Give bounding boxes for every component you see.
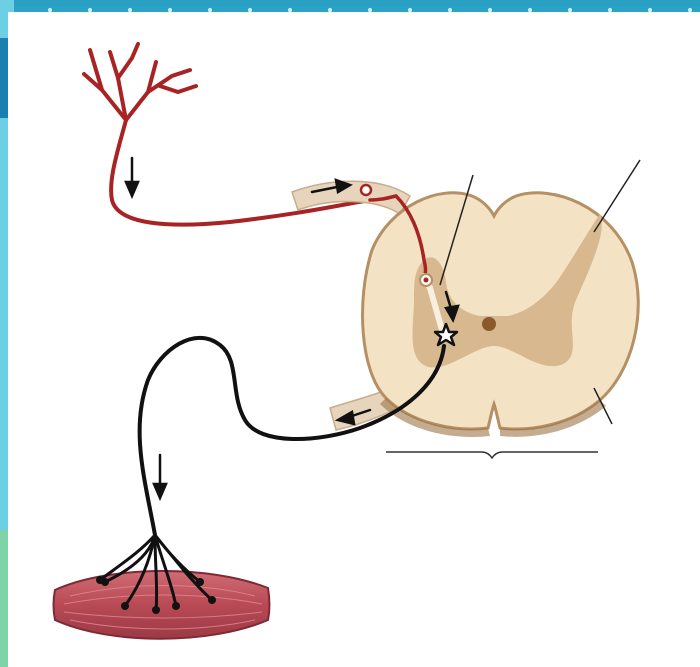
spinal-cord-icon (363, 193, 639, 437)
sensory-ganglion-cell (361, 185, 371, 195)
central-canal (482, 317, 496, 331)
